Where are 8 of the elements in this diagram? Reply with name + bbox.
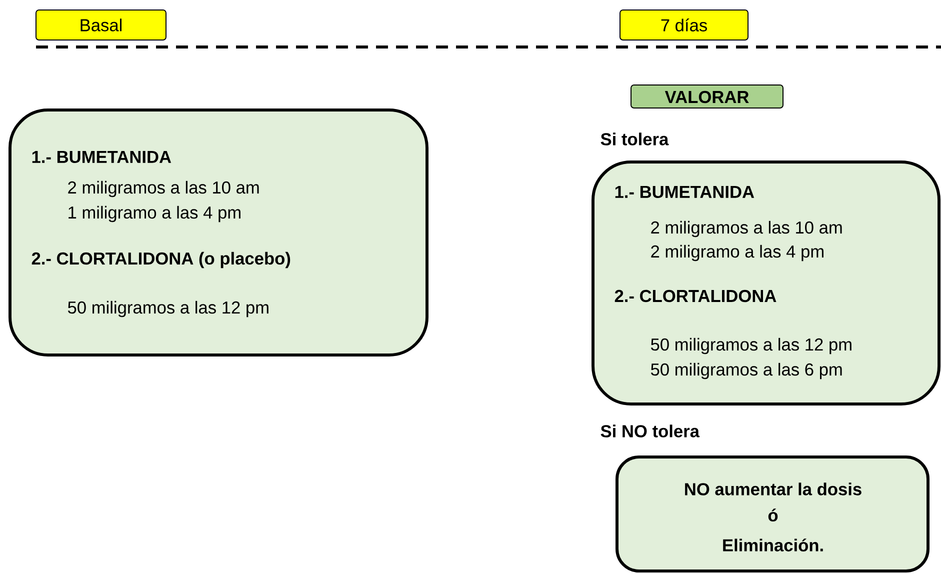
outcome-box: NO aumentar la dosis ó Eliminación.: [616, 456, 930, 572]
condition-label: Si tolera: [600, 132, 669, 146]
dose-box: 1.- BUMETANIDA 2 miligramos a las 10 am 1 miligramo a las 4 pm 2.- CLORTALIDONA (o placebo) 50 miligramos a las 12 pm: [8, 108, 428, 356]
condition-label: Si NO tolera: [600, 424, 700, 438]
time-tag: Basal: [36, 10, 166, 40]
dose-box: 1.- BUMETANIDA 2 miligramos a las 10 am 2 miligramo a las 4 pm 2.- CLORTALIDONA 50 miligramos a las 12 pm 50 miligramos a las 6 pm: [592, 160, 941, 406]
step-tag: VALORAR: [630, 84, 784, 108]
time-tag: 7 días: [620, 10, 748, 40]
